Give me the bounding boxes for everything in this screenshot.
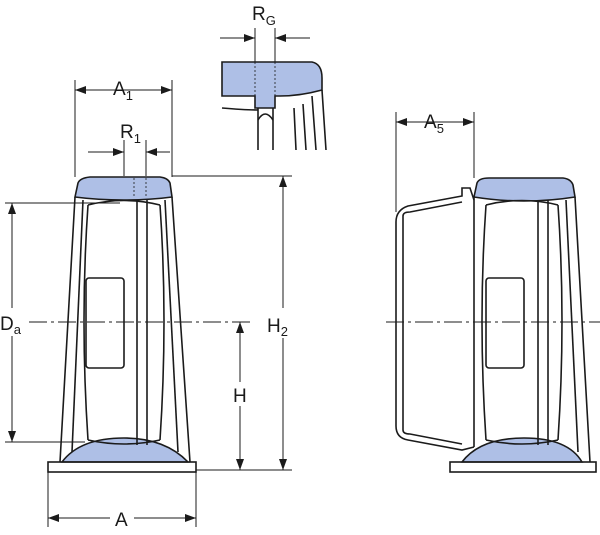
left-housing-view (0, 176, 250, 473)
dim-a: A (47, 472, 197, 531)
dim-r1: R1 (88, 122, 170, 176)
label-h2: H2 (267, 316, 288, 339)
right-ring-bottom (485, 439, 559, 445)
left-bottom-base (60, 437, 190, 463)
dim-da: Da (0, 202, 120, 443)
label-a1: A1 (113, 79, 133, 103)
left-ring-bottom-curve (87, 439, 161, 445)
label-a: A (115, 510, 128, 531)
label-h: H (233, 386, 247, 407)
left-inner-wall-r (164, 199, 179, 453)
left-ring-top-curve (87, 199, 161, 206)
right-inner-wall (565, 199, 579, 453)
right-top-cap (473, 177, 576, 202)
right-bottom-base (460, 437, 584, 463)
detail-blue-cap (221, 61, 323, 109)
right-housing-view (386, 177, 600, 473)
left-ring-outer-left (83, 204, 89, 441)
detail-walls (257, 89, 327, 151)
right-ring-right (557, 204, 563, 441)
dim-a1: A1 (74, 79, 173, 177)
right-ground-plate (449, 461, 597, 473)
left-hub-block (85, 277, 125, 369)
right-ring-mids (537, 200, 549, 445)
dim-h: H (230, 322, 252, 470)
right-ring-top (485, 199, 559, 206)
detail-rg-view: RG (220, 4, 327, 151)
label-a5: A5 (424, 112, 444, 136)
right-end-cover-inner (402, 201, 463, 445)
left-inner-wall-l (71, 199, 84, 453)
dim-h2: H2 (172, 175, 298, 471)
label-rg: RG (252, 4, 276, 28)
right-ring-left (481, 204, 487, 441)
label-r1: R1 (120, 122, 141, 146)
right-end-cover (395, 187, 475, 451)
left-threaded-hole (133, 178, 147, 196)
left-outer-wall (59, 196, 191, 463)
left-ground-plate (47, 461, 197, 473)
left-top-cap (74, 176, 173, 201)
label-da: Da (0, 314, 22, 337)
left-ring-outer-right (159, 204, 165, 441)
right-hub-block (485, 277, 525, 369)
detail-cap-lower (221, 107, 259, 111)
dim-a5: A5 (395, 112, 475, 212)
detail-neck (257, 113, 274, 121)
